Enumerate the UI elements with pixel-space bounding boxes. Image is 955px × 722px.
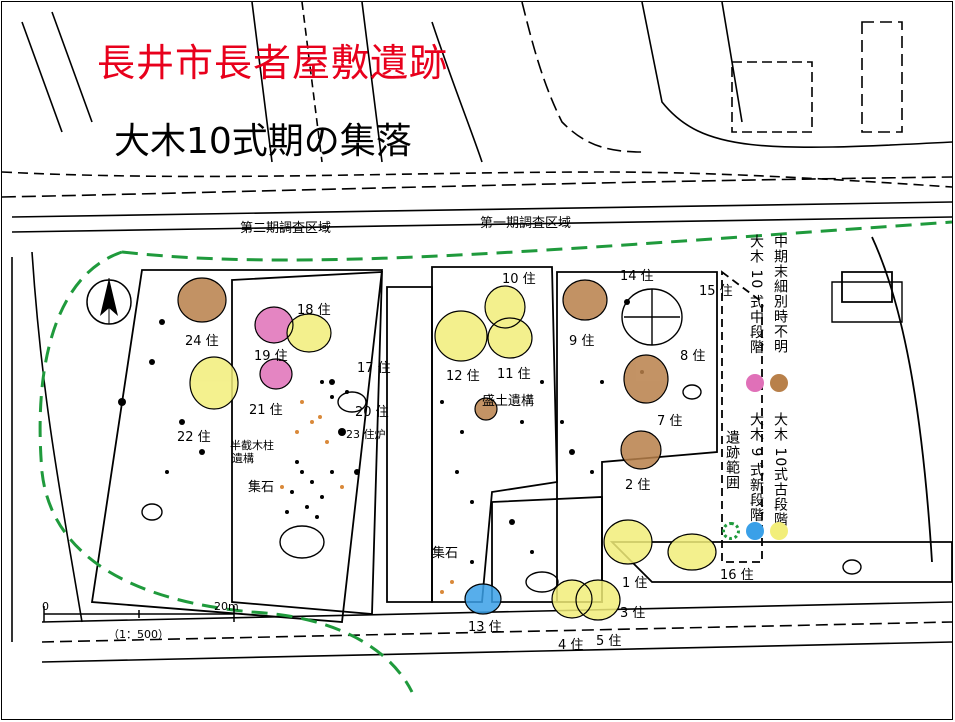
dwelling-13 xyxy=(465,584,501,614)
dwelling-19 xyxy=(255,307,293,343)
dwelling-label: 19 住 xyxy=(254,349,288,364)
legend-label-undetermined: 中期末細別時不明 xyxy=(772,234,788,354)
dwelling-22 xyxy=(190,357,238,409)
dwelling-12 xyxy=(435,311,487,361)
dwelling-label: 18 住 xyxy=(297,303,331,318)
feature-label-hearth: 23 住炉 xyxy=(346,428,386,441)
feature-label-stones: 集石 xyxy=(248,480,275,495)
dwelling-1 xyxy=(604,520,652,564)
dwelling-11 xyxy=(488,318,532,358)
scale-max: 20m xyxy=(214,600,239,613)
dwelling-label: 3 住 xyxy=(620,606,646,621)
dwelling-label: 16 住 xyxy=(720,568,754,583)
dwelling-label: 24 住 xyxy=(185,334,219,349)
map-title: 長井市長者屋敷遺跡 xyxy=(97,41,449,85)
dwelling-label: 22 住 xyxy=(177,430,211,445)
north-arrow-icon xyxy=(86,278,132,325)
dwelling-2 xyxy=(621,431,661,469)
legend-label-9-late: 大木 9 式新段階 xyxy=(748,412,764,523)
legend-swatch-blue xyxy=(746,522,764,540)
dwelling-label: 12 住 xyxy=(446,369,480,384)
dwelling-label: 9 住 xyxy=(569,334,595,349)
dwelling-label: 5 住 xyxy=(596,634,622,649)
scale-zero: 0 xyxy=(42,600,49,613)
area-label-phase2: 第二期調査区域 xyxy=(240,221,332,236)
legend-swatch-green xyxy=(722,522,740,540)
dwelling-label: 21 住 xyxy=(249,403,283,418)
map-subtitle: 大木10式期の集落 xyxy=(114,121,412,162)
legend-label-site-extent: 遺跡範囲 xyxy=(724,430,740,490)
legend-swatch-pink xyxy=(746,374,764,392)
dwelling-label: 1 住 xyxy=(622,576,648,591)
dwelling-label: 8 住 xyxy=(680,349,706,364)
dwelling-7 xyxy=(624,355,668,403)
dwelling-24 xyxy=(178,278,226,322)
dwelling-label: 17 住 xyxy=(357,361,391,376)
dwelling-5 xyxy=(576,580,620,620)
dwelling-label: 11 住 xyxy=(497,367,531,382)
dwelling-label: 2 住 xyxy=(625,478,651,493)
legend-swatch-brown xyxy=(770,374,788,392)
dwelling-label: 4 住 xyxy=(558,638,584,653)
scale-ratio: （1：500） xyxy=(108,628,169,641)
scale-bar xyxy=(43,606,235,622)
feature-label-stones-2: 集石 xyxy=(432,546,459,561)
dwelling-10 xyxy=(485,286,525,328)
feature-label-pit-2: 遺構 xyxy=(232,452,254,465)
dwelling-18 xyxy=(287,314,331,352)
dwelling-21 xyxy=(260,359,292,389)
dwelling-label: 7 住 xyxy=(657,414,683,429)
feature-label-mound: 盛土遺構 xyxy=(482,394,535,409)
dwelling-16 xyxy=(668,534,716,570)
dwelling-9 xyxy=(563,280,607,320)
legend-label-10-middle: 大木 10 式中段階 xyxy=(748,234,764,355)
legend-swatch-yellow xyxy=(770,522,788,540)
dwelling-label: 10 住 xyxy=(502,272,536,287)
feature-label-pit: 半截木柱 xyxy=(230,439,274,452)
legend-label-10-early: 大木 10式古段階 xyxy=(772,412,788,528)
dwelling-label: 20 住 xyxy=(355,405,389,420)
area-label-phase1: 第一期調査区域 xyxy=(480,216,572,231)
dwelling-label: 15 住 xyxy=(699,284,733,299)
dwelling-label: 13 住 xyxy=(468,620,502,635)
dwelling-label: 14 住 xyxy=(620,269,654,284)
mound xyxy=(475,398,497,420)
